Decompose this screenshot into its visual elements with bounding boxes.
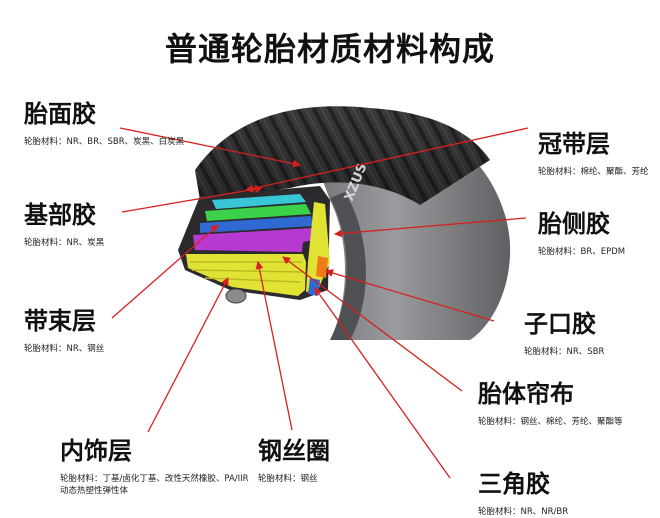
label-tread-rubber: 胎面胶 轮胎材料：NR、BR、SBR、炭黑、白炭黑 bbox=[24, 100, 184, 148]
component-materials: 轮胎材料：NR、炭黑 bbox=[24, 238, 105, 248]
component-name: 带束层 bbox=[24, 307, 96, 335]
component-name: 子口胶 bbox=[524, 310, 596, 338]
label-inner-liner: 内饰层 轮胎材料：丁基/卤化丁基、改性天然橡胶、PA/IIR动态热塑性弹性体 bbox=[60, 437, 250, 497]
component-name: 内饰层 bbox=[60, 437, 132, 465]
layer-inner-liner bbox=[186, 254, 306, 296]
component-materials: 轮胎材料：钢丝、棉纶、芳纶、聚酯等 bbox=[478, 417, 623, 427]
arrow-sidewall-rubber bbox=[334, 217, 527, 238]
component-materials: 轮胎材料：NR、BR、SBR、炭黑、白炭黑 bbox=[24, 137, 185, 147]
layer-body-ply bbox=[193, 228, 314, 252]
arrow-bead-filler bbox=[325, 269, 495, 322]
component-name: 冠带层 bbox=[538, 130, 610, 158]
component-name: 三角胶 bbox=[478, 470, 550, 498]
component-materials: 轮胎材料：棉纶、聚酯、芳纶 bbox=[538, 167, 649, 177]
arrow-body-ply bbox=[282, 256, 463, 392]
component-materials: 轮胎材料：NR、钢丝 bbox=[24, 344, 105, 354]
label-sidewall-rubber: 胎侧胶 轮胎材料：BR、EPDM bbox=[538, 210, 625, 258]
label-base-rubber: 基部胶 轮胎材料：NR、炭黑 bbox=[24, 201, 104, 249]
component-name: 胎侧胶 bbox=[538, 210, 610, 238]
layer-cap-ply bbox=[212, 194, 306, 209]
label-bead-wire: 钢丝圈 轮胎材料：钢丝 bbox=[258, 437, 330, 485]
arrow-tread-rubber bbox=[119, 127, 301, 168]
label-cap-ply: 冠带层 轮胎材料：棉纶、聚酯、芳纶 bbox=[538, 130, 649, 178]
arrow-belt-layer bbox=[111, 224, 219, 319]
arrow-bead-wire bbox=[255, 261, 293, 431]
component-name: 钢丝圈 bbox=[258, 437, 330, 465]
component-name: 基部胶 bbox=[24, 201, 96, 229]
label-apex: 三角胶 轮胎材料：NR、NR/BR bbox=[478, 470, 568, 518]
cross-section-layers bbox=[186, 194, 330, 304]
layer-belt-blue bbox=[200, 216, 313, 233]
tread-shadow bbox=[195, 106, 490, 205]
page-title: 普通轮胎材质材料构成 bbox=[164, 30, 495, 68]
component-materials: 轮胎材料：BR、EPDM bbox=[538, 247, 626, 257]
arrow-cap-ply bbox=[245, 127, 529, 193]
arrow-inner-liner bbox=[147, 277, 229, 433]
sidewall-shade bbox=[330, 192, 366, 340]
label-body-ply: 胎体帘布 轮胎材料：钢丝、棉纶、芳纶、聚酯等 bbox=[478, 380, 623, 428]
component-name: 胎体帘布 bbox=[478, 380, 574, 408]
component-materials: 轮胎材料：丁基/卤化丁基、改性天然橡胶、PA/IIR动态热塑性弹性体 bbox=[60, 474, 249, 496]
component-materials: 轮胎材料：钢丝 bbox=[258, 474, 318, 484]
component-materials: 轮胎材料：NR、NR/BR bbox=[478, 507, 569, 517]
bead-wire-shape bbox=[225, 288, 247, 304]
label-bead-filler: 子口胶 轮胎材料：NR、SBR bbox=[524, 310, 604, 358]
component-materials: 轮胎材料：NR、SBR bbox=[524, 347, 605, 357]
label-belt-layer: 带束层 轮胎材料：NR、钢丝 bbox=[24, 307, 104, 355]
arrow-apex bbox=[314, 287, 451, 479]
leader-arrows bbox=[111, 127, 529, 479]
layer-belt-green bbox=[205, 204, 311, 221]
component-name: 胎面胶 bbox=[24, 100, 96, 128]
layer-bead-orange bbox=[316, 256, 328, 278]
arrow-base-rubber bbox=[121, 185, 263, 213]
